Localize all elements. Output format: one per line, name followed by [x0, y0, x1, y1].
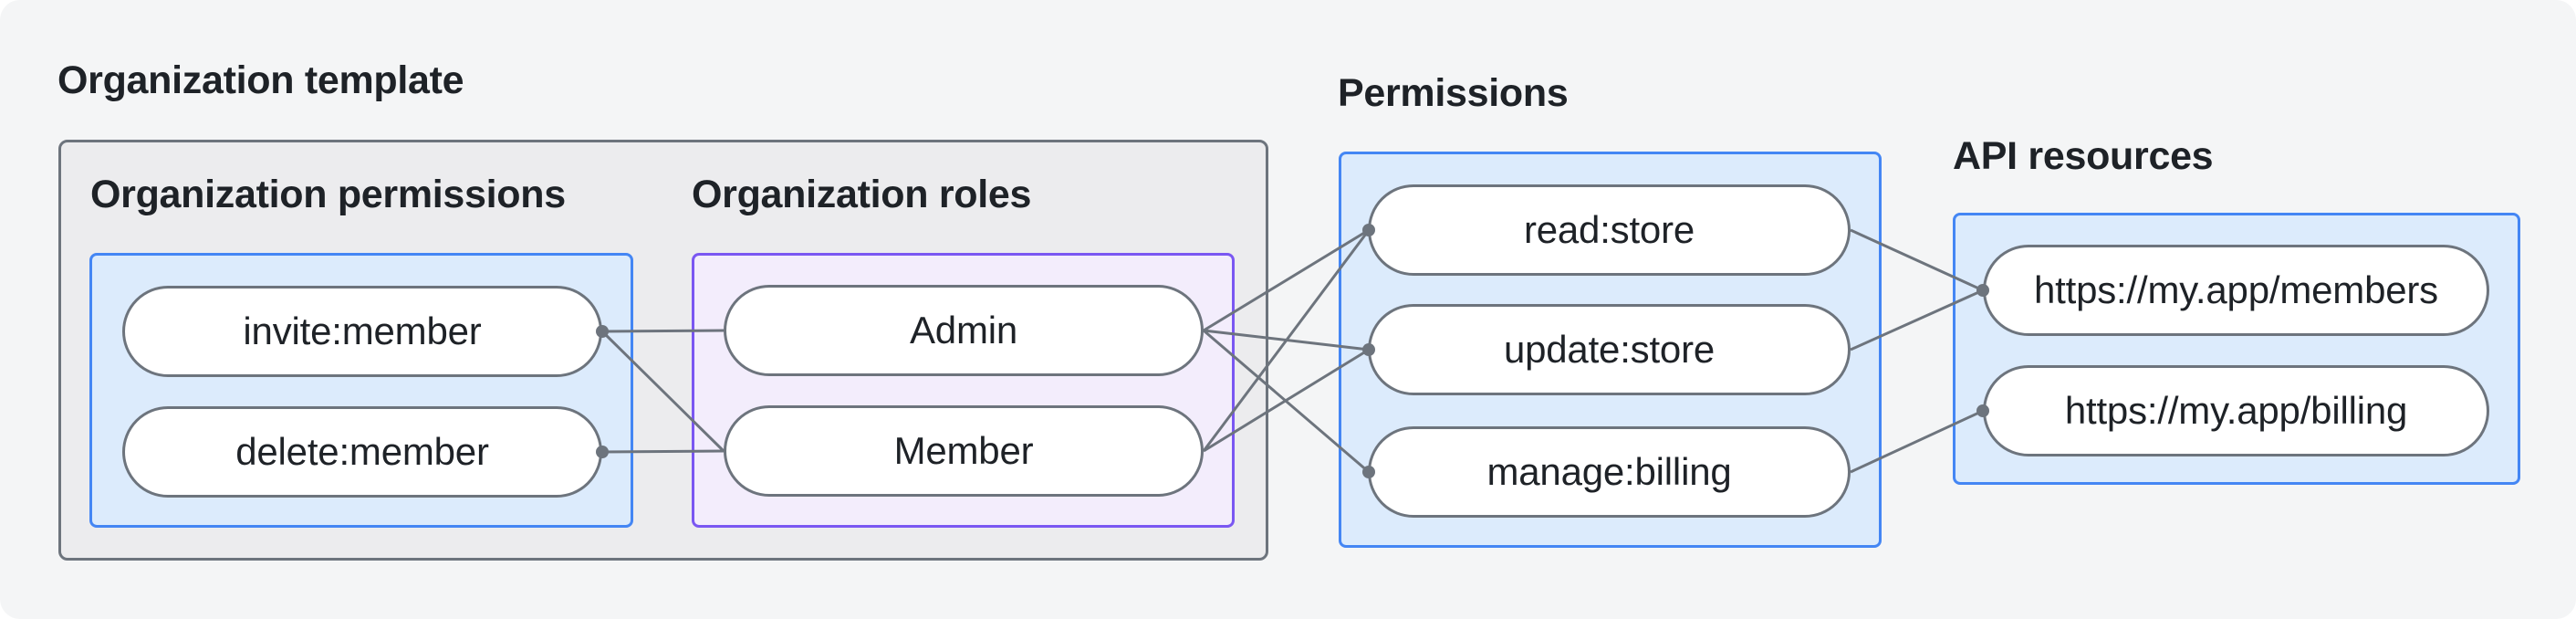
- pill-manage-billing: manage:billing: [1368, 426, 1851, 518]
- pill-admin-role: Admin: [724, 285, 1204, 376]
- org-template-label: Organization template: [57, 58, 464, 102]
- pill-api-members-url: https://my.app/members: [1983, 245, 2489, 336]
- pill-update-store: update:store: [1368, 304, 1851, 395]
- org-permissions-label: Organization permissions: [90, 173, 566, 216]
- api-resources-label: API resources: [1953, 134, 2214, 178]
- pill-read-store: read:store: [1368, 184, 1851, 276]
- pill-delete-member: delete:member: [122, 406, 602, 498]
- pill-member-role: Member: [724, 405, 1204, 497]
- pill-api-billing-url: https://my.app/billing: [1983, 365, 2489, 456]
- permissions-label: Permissions: [1338, 71, 1569, 115]
- org-roles-label: Organization roles: [692, 173, 1032, 216]
- pill-invite-member: invite:member: [122, 286, 602, 377]
